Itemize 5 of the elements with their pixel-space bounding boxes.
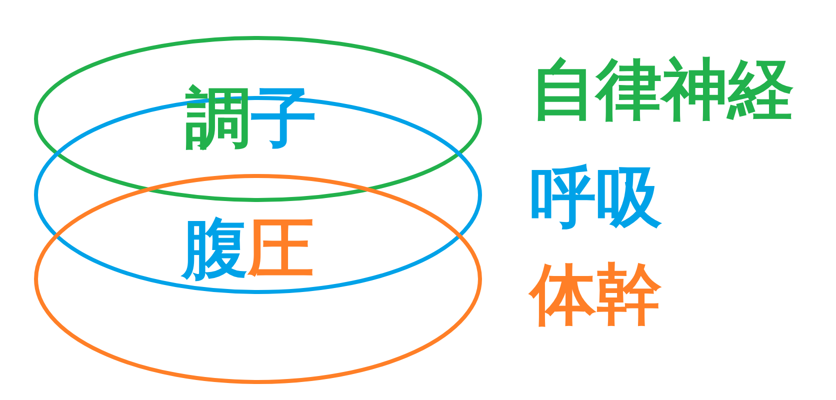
region-label: 調子 xyxy=(185,86,317,152)
legend-label: 呼吸 xyxy=(530,165,662,231)
legend-label: 自律神経 xyxy=(530,57,794,123)
legend-label: 体幹 xyxy=(530,262,662,328)
region-label: 腹圧 xyxy=(182,216,314,282)
